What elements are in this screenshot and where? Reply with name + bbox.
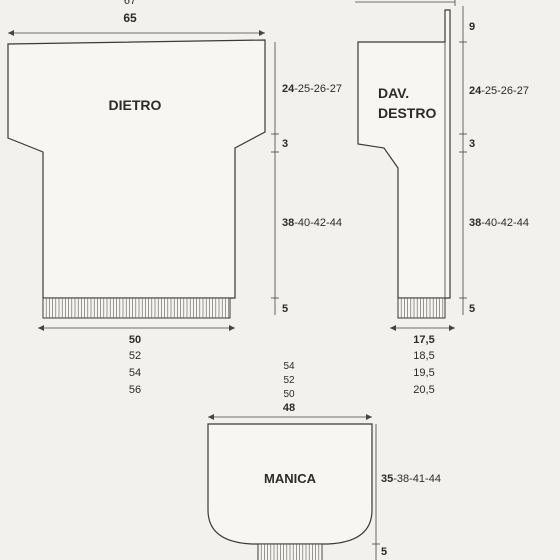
davanti-bottom-arrow-right xyxy=(449,325,455,331)
top-partial-label: 67 xyxy=(124,0,136,7)
dietro-bottom-width-1: 50 xyxy=(129,334,141,346)
davanti-bottom-width-4: 20,5 xyxy=(413,384,434,396)
dietro-h2-label: 3 xyxy=(282,138,288,150)
davanti-bottom-width-1: 17,5 xyxy=(413,334,434,346)
dietro-bottom-width-3: 54 xyxy=(129,367,141,379)
manica-outline xyxy=(207,423,373,545)
dietro-h4-label: 5 xyxy=(282,303,288,315)
manica-top-width-1: 54 xyxy=(283,361,295,372)
manica-piece: 54 52 50 48 MANICA 35-38-41-44 5 xyxy=(207,361,441,560)
dietro-h1-label: 24-25-26-27 xyxy=(282,83,342,95)
dietro-top-arrow-right xyxy=(259,30,265,36)
manica-h2-label: 5 xyxy=(381,546,387,558)
davanti-label-line2: DESTRO xyxy=(378,105,436,121)
davanti-ribbing-lines xyxy=(400,298,444,318)
dietro-h3-label: 38-40-42-44 xyxy=(282,217,342,229)
davanti-top-label: 9 xyxy=(469,21,475,33)
dietro-ribbing-lines xyxy=(45,298,229,318)
davanti-bottom-width-3: 19,5 xyxy=(413,367,434,379)
manica-top-width-2: 52 xyxy=(283,375,295,386)
davanti-h2-label: 3 xyxy=(469,138,475,150)
manica-top-width-3: 50 xyxy=(283,389,295,400)
davanti-h1-label: 24-25-26-27 xyxy=(469,85,529,97)
manica-top-arrow-left xyxy=(208,414,214,420)
manica-top-width-4: 48 xyxy=(283,402,295,414)
davanti-bottom-arrow-left xyxy=(390,325,396,331)
davanti-bottom-width-2: 18,5 xyxy=(413,350,434,362)
davanti-outline xyxy=(357,9,451,299)
manica-h1-label: 35-38-41-44 xyxy=(381,473,441,485)
manica-label: MANICA xyxy=(264,471,317,486)
davanti-h3-label: 38-40-42-44 xyxy=(469,217,529,229)
dietro-bottom-arrow-left xyxy=(38,325,44,331)
dietro-top-width-label: 65 xyxy=(123,11,137,25)
dietro-label: DIETRO xyxy=(109,97,162,113)
davanti-h4-label: 5 xyxy=(469,303,475,315)
dietro-piece: 67 65 DIETRO 24-25-26-27 3 38-40-42-44 5… xyxy=(7,0,342,396)
dietro-outline xyxy=(7,39,266,299)
davanti-ribbing xyxy=(397,297,446,319)
dietro-bottom-width-2: 52 xyxy=(129,350,141,362)
davanti-label-line1: DAV. xyxy=(378,85,409,101)
dietro-ribbing xyxy=(42,297,231,319)
dietro-top-arrow-left xyxy=(8,30,14,36)
manica-top-arrow-right xyxy=(366,414,372,420)
dietro-bottom-width-4: 56 xyxy=(129,384,141,396)
manica-ribbing-lines xyxy=(260,544,323,560)
davanti-piece: DAV. DESTRO 9 24-25-26-27 3 38-40-42-44 … xyxy=(355,0,529,396)
dietro-bottom-arrow-right xyxy=(229,325,235,331)
